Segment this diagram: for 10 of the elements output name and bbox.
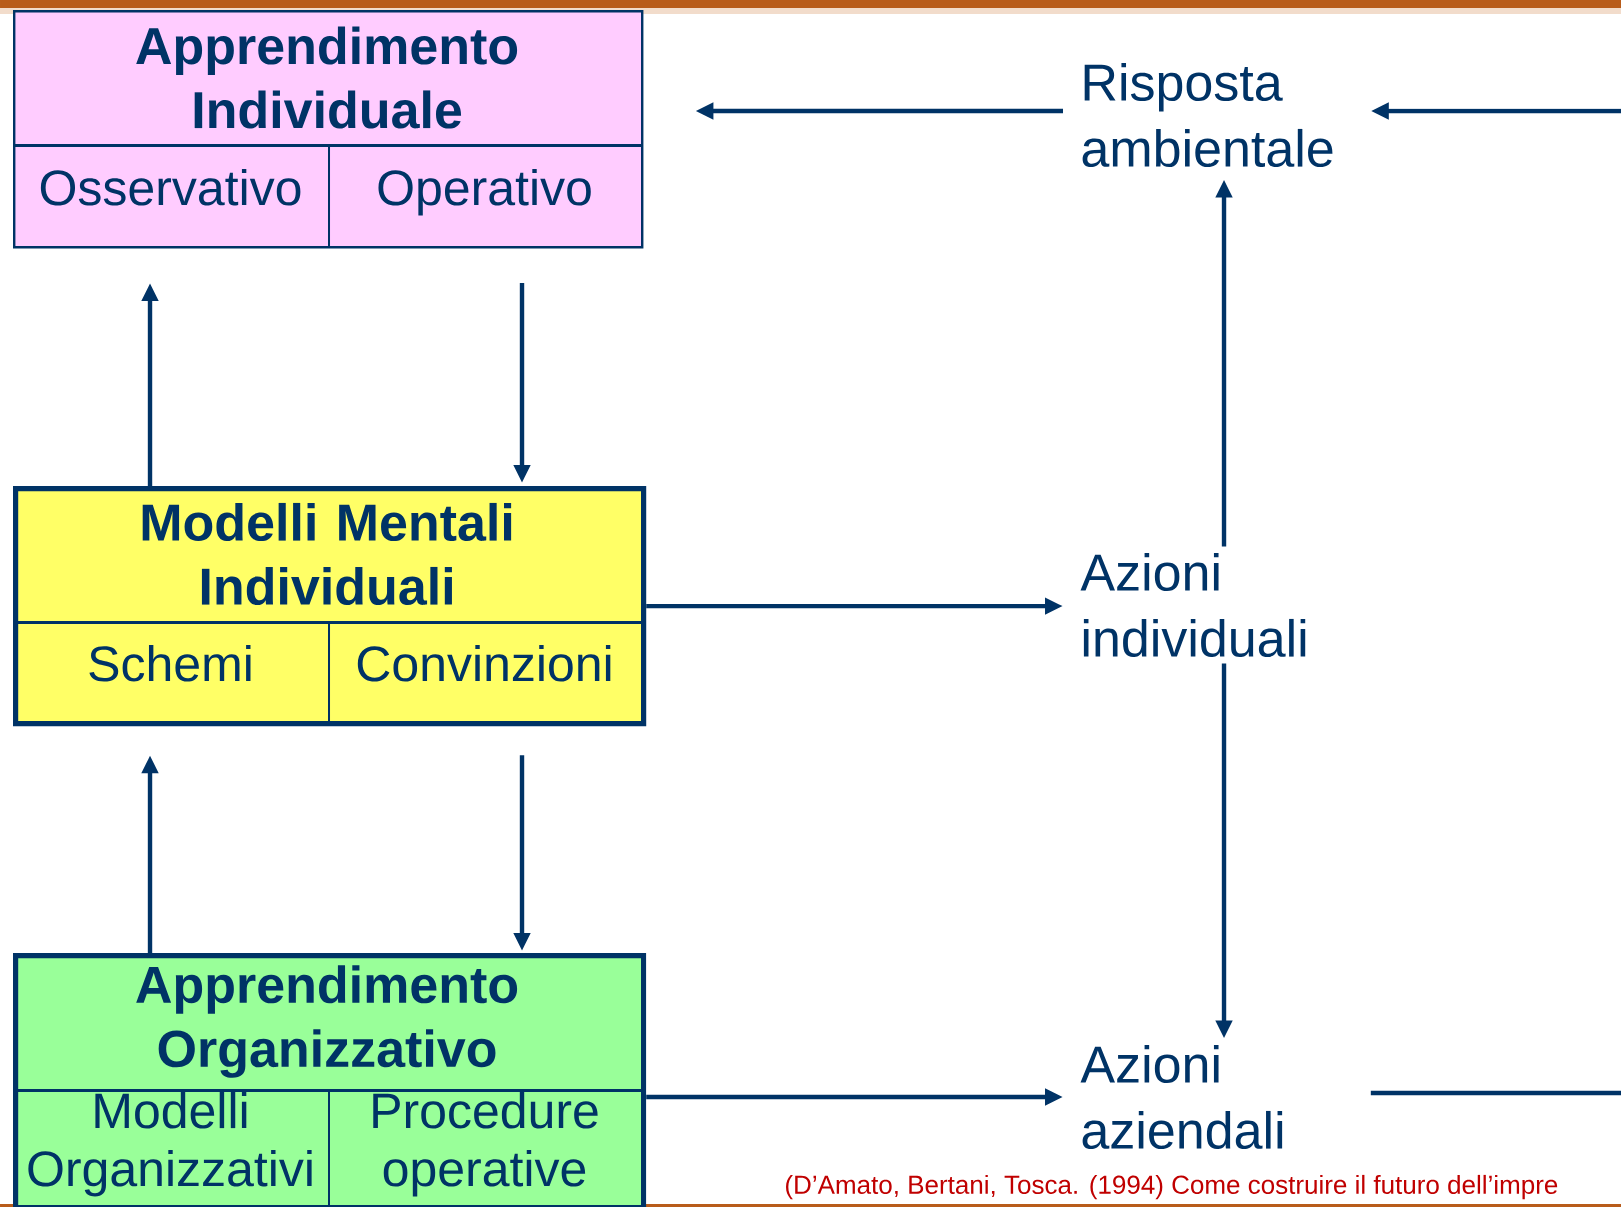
table-cell: Convinzioni	[328, 622, 643, 723]
table-cell: Modelli Organizzativi	[13, 1090, 330, 1207]
table-cell: Schemi	[13, 622, 330, 723]
text-label: Azioni individuali	[1080, 552, 1306, 658]
citation: (D’Amato, Bertani, Tosca. (1994) Come costruire il futuro dell’impre	[786, 1174, 1558, 1200]
table-cell: Procedure operative	[328, 1090, 643, 1207]
text-label: Azioni aziendali	[1080, 1044, 1283, 1150]
text-label: Risposta ambientale	[1082, 62, 1333, 168]
table-cell: Osservativo	[13, 145, 330, 248]
table-cell: Operativo	[328, 145, 643, 248]
